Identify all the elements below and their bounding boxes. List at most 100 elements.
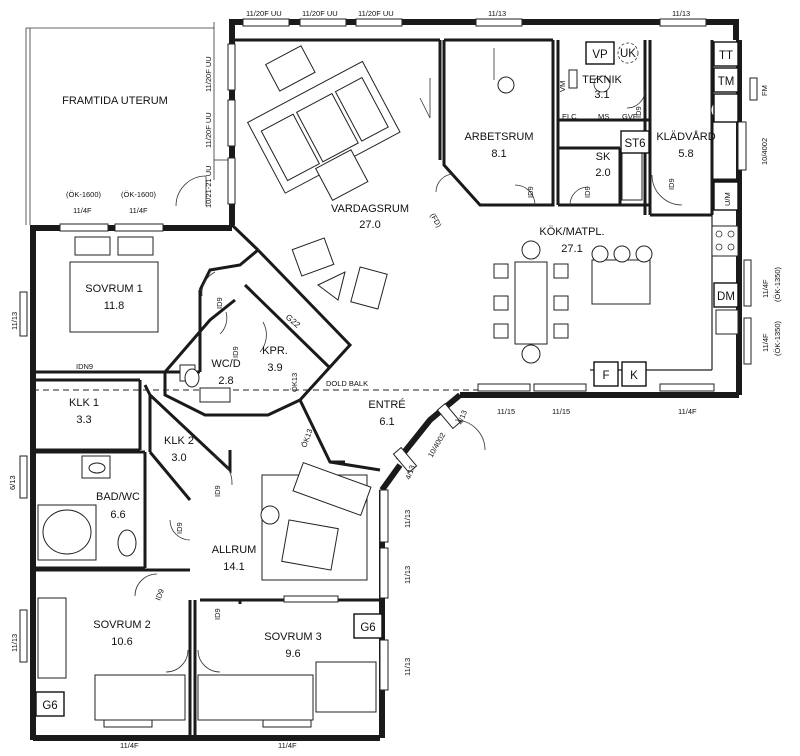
window-label-ut-a: 11/4F (73, 206, 92, 215)
label-st6: ST6 (624, 138, 645, 150)
door-label-sov1: ID9 (215, 297, 224, 309)
room-area-sk: 2.0 (595, 167, 610, 179)
room-area-sovrum1: 11.8 (104, 300, 125, 312)
window-label-ok-d: (ÖK-1350) (773, 320, 782, 356)
room-area-badwc: 6.6 (110, 509, 125, 521)
room-name-arbetsrum: ARBETSRUM (464, 131, 533, 143)
room-area-kpr: 3.9 (267, 362, 282, 374)
window-label-ok-b: (ÖK-1600) (121, 190, 157, 199)
room-area-sovrum3: 9.6 (285, 648, 300, 660)
door-label-wc: ID9 (231, 346, 240, 358)
label-uk: UK (620, 48, 636, 60)
door-label-bad: ID9 (175, 522, 184, 534)
equipment-labels: VP UK VM ELC. MS GVF ST6 TT TM U/M DM F … (35, 41, 739, 717)
door-label-klk2: ID9 (213, 485, 222, 497)
window-label-bottom1: 11/4F (120, 741, 139, 750)
room-name-teknik: TEKNIK (582, 74, 622, 86)
room-name-sk: SK (596, 151, 611, 163)
label-k: K (630, 370, 638, 382)
door-label-teknik: ID9 (634, 106, 643, 118)
label-um: U/M (723, 192, 732, 206)
window-label-bot-kok2: 11/15 (552, 407, 570, 416)
window-label-left-bad: 6/13 (8, 475, 17, 490)
room-name-allrum: ALLRUM (212, 544, 257, 556)
door-label-ok13: ÖK13 (290, 373, 299, 392)
room-area-teknik: 3.1 (594, 89, 609, 101)
door-label-sk: ID9 (583, 186, 592, 198)
room-area-klk2: 3.0 (171, 452, 186, 464)
room-name-badwc: BAD/WC (96, 491, 140, 503)
window-label-right-kok2: 11/4F (761, 333, 770, 352)
window-label-allrum1: 11/13 (403, 510, 412, 528)
door-label-sov3: ID9 (213, 608, 222, 620)
label-vm: VM (558, 81, 567, 92)
door-label-fd: (FD) (428, 212, 444, 230)
room-name-framtida-uterum: FRAMTIDA UTERUM (62, 95, 168, 107)
window-label-bot-kok3: 11/4F (678, 407, 697, 416)
room-name-klk2: KLK 2 (164, 435, 194, 447)
room-area-allrum: 14.1 (223, 561, 244, 573)
label-g6-sov2: G6 (42, 700, 57, 712)
window-label-vr-left1: 11/20F UU (204, 56, 213, 92)
door-labels: ID9 ID9 ID9 ID9 ID9 ID9 ID9 ID9 ID9 ID9 … (76, 106, 676, 620)
room-name-wcd: WC/D (211, 358, 240, 370)
window-label-ok-a: (ÖK-1600) (66, 190, 102, 199)
label-f: F (602, 370, 609, 382)
window-label-door-entre: 10/4002 (426, 431, 447, 459)
room-name-sovrum2: SOVRUM 2 (93, 619, 150, 631)
window-label-allrum2: 11/13 (403, 566, 412, 584)
door-label-sov2: ID9 (153, 588, 165, 602)
window-label-top3: 11/20F UU (358, 9, 394, 18)
window-label-top4: 11/13 (488, 9, 506, 18)
window-label-ut-b: 11/4F (129, 206, 148, 215)
door-label-kladvard: ID9 (667, 178, 676, 190)
dold-balk-label: DOLD BALK (326, 379, 368, 388)
window-label-top5: 11/13 (672, 9, 690, 18)
door-label-arbetsrum: ID9 (526, 186, 535, 198)
label-tt: TT (719, 50, 733, 62)
room-labels: VARDAGSRUM 27.0 ARBETSRUM 8.1 TEKNIK 3.1… (69, 74, 716, 660)
room-name-kpr: KPR. (262, 345, 288, 357)
framtida-uterum-area: FRAMTIDA UTERUM (25, 22, 228, 225)
room-area-kladvard: 5.8 (678, 148, 693, 160)
label-tm: TM (718, 76, 735, 88)
door-label-idn9: IDN9 (76, 362, 93, 371)
room-name-kok: KÖK/MATPL. (539, 226, 604, 238)
window-label-bot-kok1: 11/15 (497, 407, 515, 416)
room-area-wcd: 2.8 (218, 375, 233, 387)
room-name-sovrum3: SOVRUM 3 (264, 631, 321, 643)
window-label-sov3-right: 11/13 (403, 658, 412, 676)
label-g6-sov3: G6 (360, 622, 375, 634)
window-label-fm: FM (760, 85, 769, 96)
room-area-vardagsrum: 27.0 (359, 219, 380, 231)
label-dm: DM (717, 291, 735, 303)
label-elc: ELC. (562, 112, 579, 121)
hidden-beam: DOLD BALK (33, 379, 480, 391)
room-name-entre: ENTRÉ (368, 398, 405, 411)
window-label-top1: 11/20F UU (246, 9, 282, 18)
window-label-bottom2: 11/4F (278, 741, 297, 750)
window-label-vr-left2: 11/20F UU (204, 112, 213, 148)
window-label-top2: 11/20F UU (302, 9, 338, 18)
window-label-right-kok1: 11/4F (761, 279, 770, 298)
room-name-sovrum1: SOVRUM 1 (85, 283, 142, 295)
room-name-kladvard: KLÄDVÅRD (656, 130, 715, 143)
label-vp: VP (592, 49, 608, 61)
door-swings (134, 78, 683, 673)
room-area-sovrum2: 10.6 (111, 636, 132, 648)
label-gvf: GVF (622, 112, 638, 121)
window-label-left-sov2: 11/13 (10, 634, 19, 652)
window-label-door-kladvard: 10/4002 (760, 138, 769, 165)
window-label-left-sov1: 11/13 (10, 312, 19, 330)
window-label-vr-left3: 10/21-21 UU (204, 165, 213, 208)
window-label-ok-c: (ÖK-1350) (773, 266, 782, 302)
room-area-entre: 6.1 (379, 416, 394, 428)
door-label-ok13b: ÖK13 (299, 428, 314, 449)
interior-walls (33, 38, 739, 738)
room-name-vardagsrum: VARDAGSRUM (331, 203, 409, 215)
room-area-arbetsrum: 8.1 (491, 148, 506, 160)
window-label-entre2: 4/13 (455, 409, 468, 426)
room-area-klk1: 3.3 (76, 414, 91, 426)
